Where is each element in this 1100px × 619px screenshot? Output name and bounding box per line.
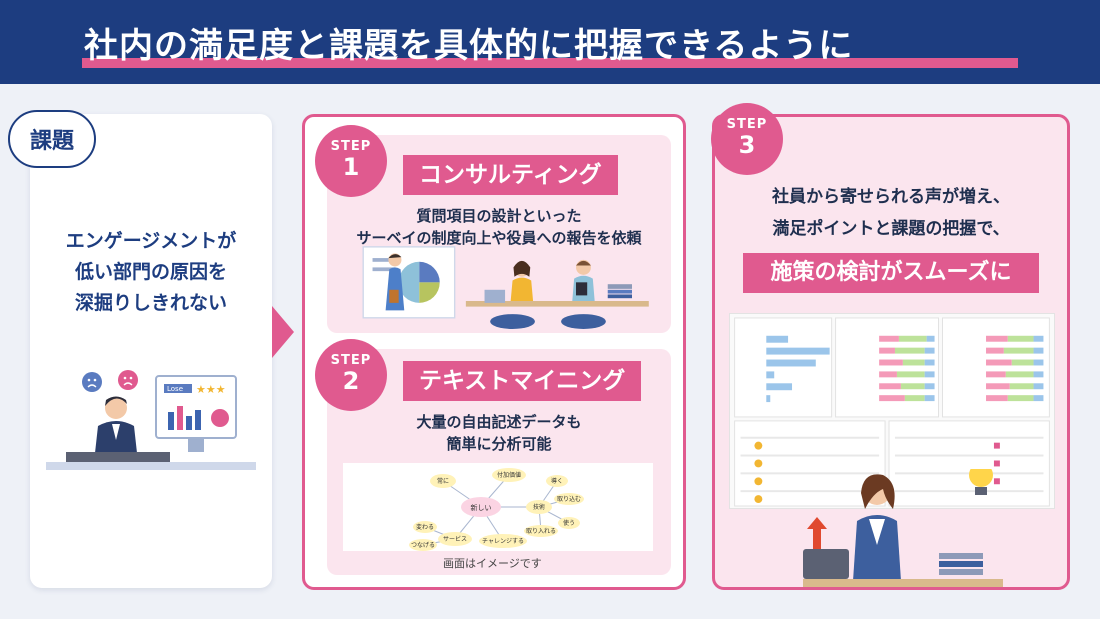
step2-line: 簡単に分析可能 bbox=[446, 435, 552, 453]
solution-panel: コンサルティング 質問項目の設計といった サーベイの制度向上や役員への報告を依頼 bbox=[302, 114, 686, 590]
step1-description: 質問項目の設計といった サーベイの制度向上や役員への報告を依頼 bbox=[327, 205, 671, 249]
map-word: 技術 bbox=[533, 503, 545, 511]
result-description: 社員から寄せられる声が増え、 満足ポイントと課題の把握で、 bbox=[715, 181, 1067, 245]
chart-badge-text: Lose bbox=[167, 385, 183, 393]
step1-number: 1 bbox=[342, 153, 360, 181]
page-title: 社内の満足度と課題を具体的に把握できるように bbox=[84, 26, 854, 66]
issue-card: エンゲージメントが 低い部門の原因を 深掘りしきれない bbox=[30, 114, 272, 588]
issue-badge: 課題 bbox=[8, 110, 96, 168]
business-woman-illustration bbox=[803, 469, 1003, 587]
step2-title: テキストマイニング bbox=[403, 361, 642, 401]
map-word: 新しい bbox=[471, 503, 492, 512]
step2-card: テキストマイニング 大量の自由記述データも 簡単に分析可能 常に bbox=[327, 349, 671, 575]
flow-arrow bbox=[272, 306, 294, 358]
step3-word: STEP bbox=[726, 117, 768, 132]
issue-description: エンゲージメントが 低い部門の原因を 深掘りしきれない bbox=[30, 226, 272, 319]
step2-word: STEP bbox=[330, 353, 372, 368]
map-word: つなげる bbox=[411, 541, 435, 549]
result-line: 満足ポイントと課題の把握で、 bbox=[772, 219, 1010, 239]
step1-line: サーベイの制度向上や役員への報告を依頼 bbox=[356, 229, 642, 247]
worried-worker-illustration: Lose ★★★ bbox=[46, 370, 256, 470]
header-banner: 社内の満足度と課題を具体的に把握できるように bbox=[0, 0, 1100, 84]
map-word: 使う bbox=[563, 519, 575, 527]
issue-line: 低い部門の原因を bbox=[74, 261, 227, 283]
step1-number-badge: STEP 1 bbox=[315, 125, 387, 197]
issue-line: エンゲージメントが bbox=[65, 230, 237, 252]
result-highlight: 施策の検討がスムーズに bbox=[743, 253, 1039, 293]
step2-line: 大量の自由記述データも bbox=[416, 413, 582, 431]
step1-line: 質問項目の設計といった bbox=[416, 207, 582, 225]
result-panel: STEP 3 社員から寄せられる声が増え、 満足ポイントと課題の把握で、 施策の… bbox=[711, 103, 1070, 590]
image-caption: 画面はイメージです bbox=[443, 557, 542, 570]
step1-title: コンサルティング bbox=[403, 155, 618, 195]
map-word: 常に bbox=[437, 477, 449, 485]
map-word: 変わる bbox=[416, 523, 434, 531]
map-word: チャレンジする bbox=[482, 538, 524, 545]
svg-text:★★★: ★★★ bbox=[196, 383, 226, 396]
step2-number: 2 bbox=[342, 367, 360, 395]
step1-word: STEP bbox=[330, 139, 372, 154]
map-word: 付加価値 bbox=[497, 471, 521, 479]
step2-description: 大量の自由記述データも 簡単に分析可能 bbox=[327, 411, 671, 455]
issue-line: 深掘りしきれない bbox=[74, 292, 227, 314]
text-mining-word-map: 常に 付加価値 新しい 技術 サービス チャレンジする 変わる つなげる 導く … bbox=[343, 463, 653, 551]
map-word: 導く bbox=[551, 477, 563, 485]
title-underline bbox=[82, 58, 1018, 68]
map-word: 取り込む bbox=[557, 495, 581, 503]
map-word: サービス bbox=[443, 535, 467, 543]
step2-number-badge: STEP 2 bbox=[315, 339, 387, 411]
dashboard-screenshot bbox=[729, 313, 1055, 509]
step3-number-badge: STEP 3 bbox=[711, 103, 783, 175]
consulting-meeting-illustration bbox=[362, 246, 649, 329]
result-line: 社員から寄せられる声が増え、 bbox=[772, 187, 1010, 207]
map-word: 取り入れる bbox=[526, 528, 556, 535]
step3-number: 3 bbox=[738, 131, 756, 159]
